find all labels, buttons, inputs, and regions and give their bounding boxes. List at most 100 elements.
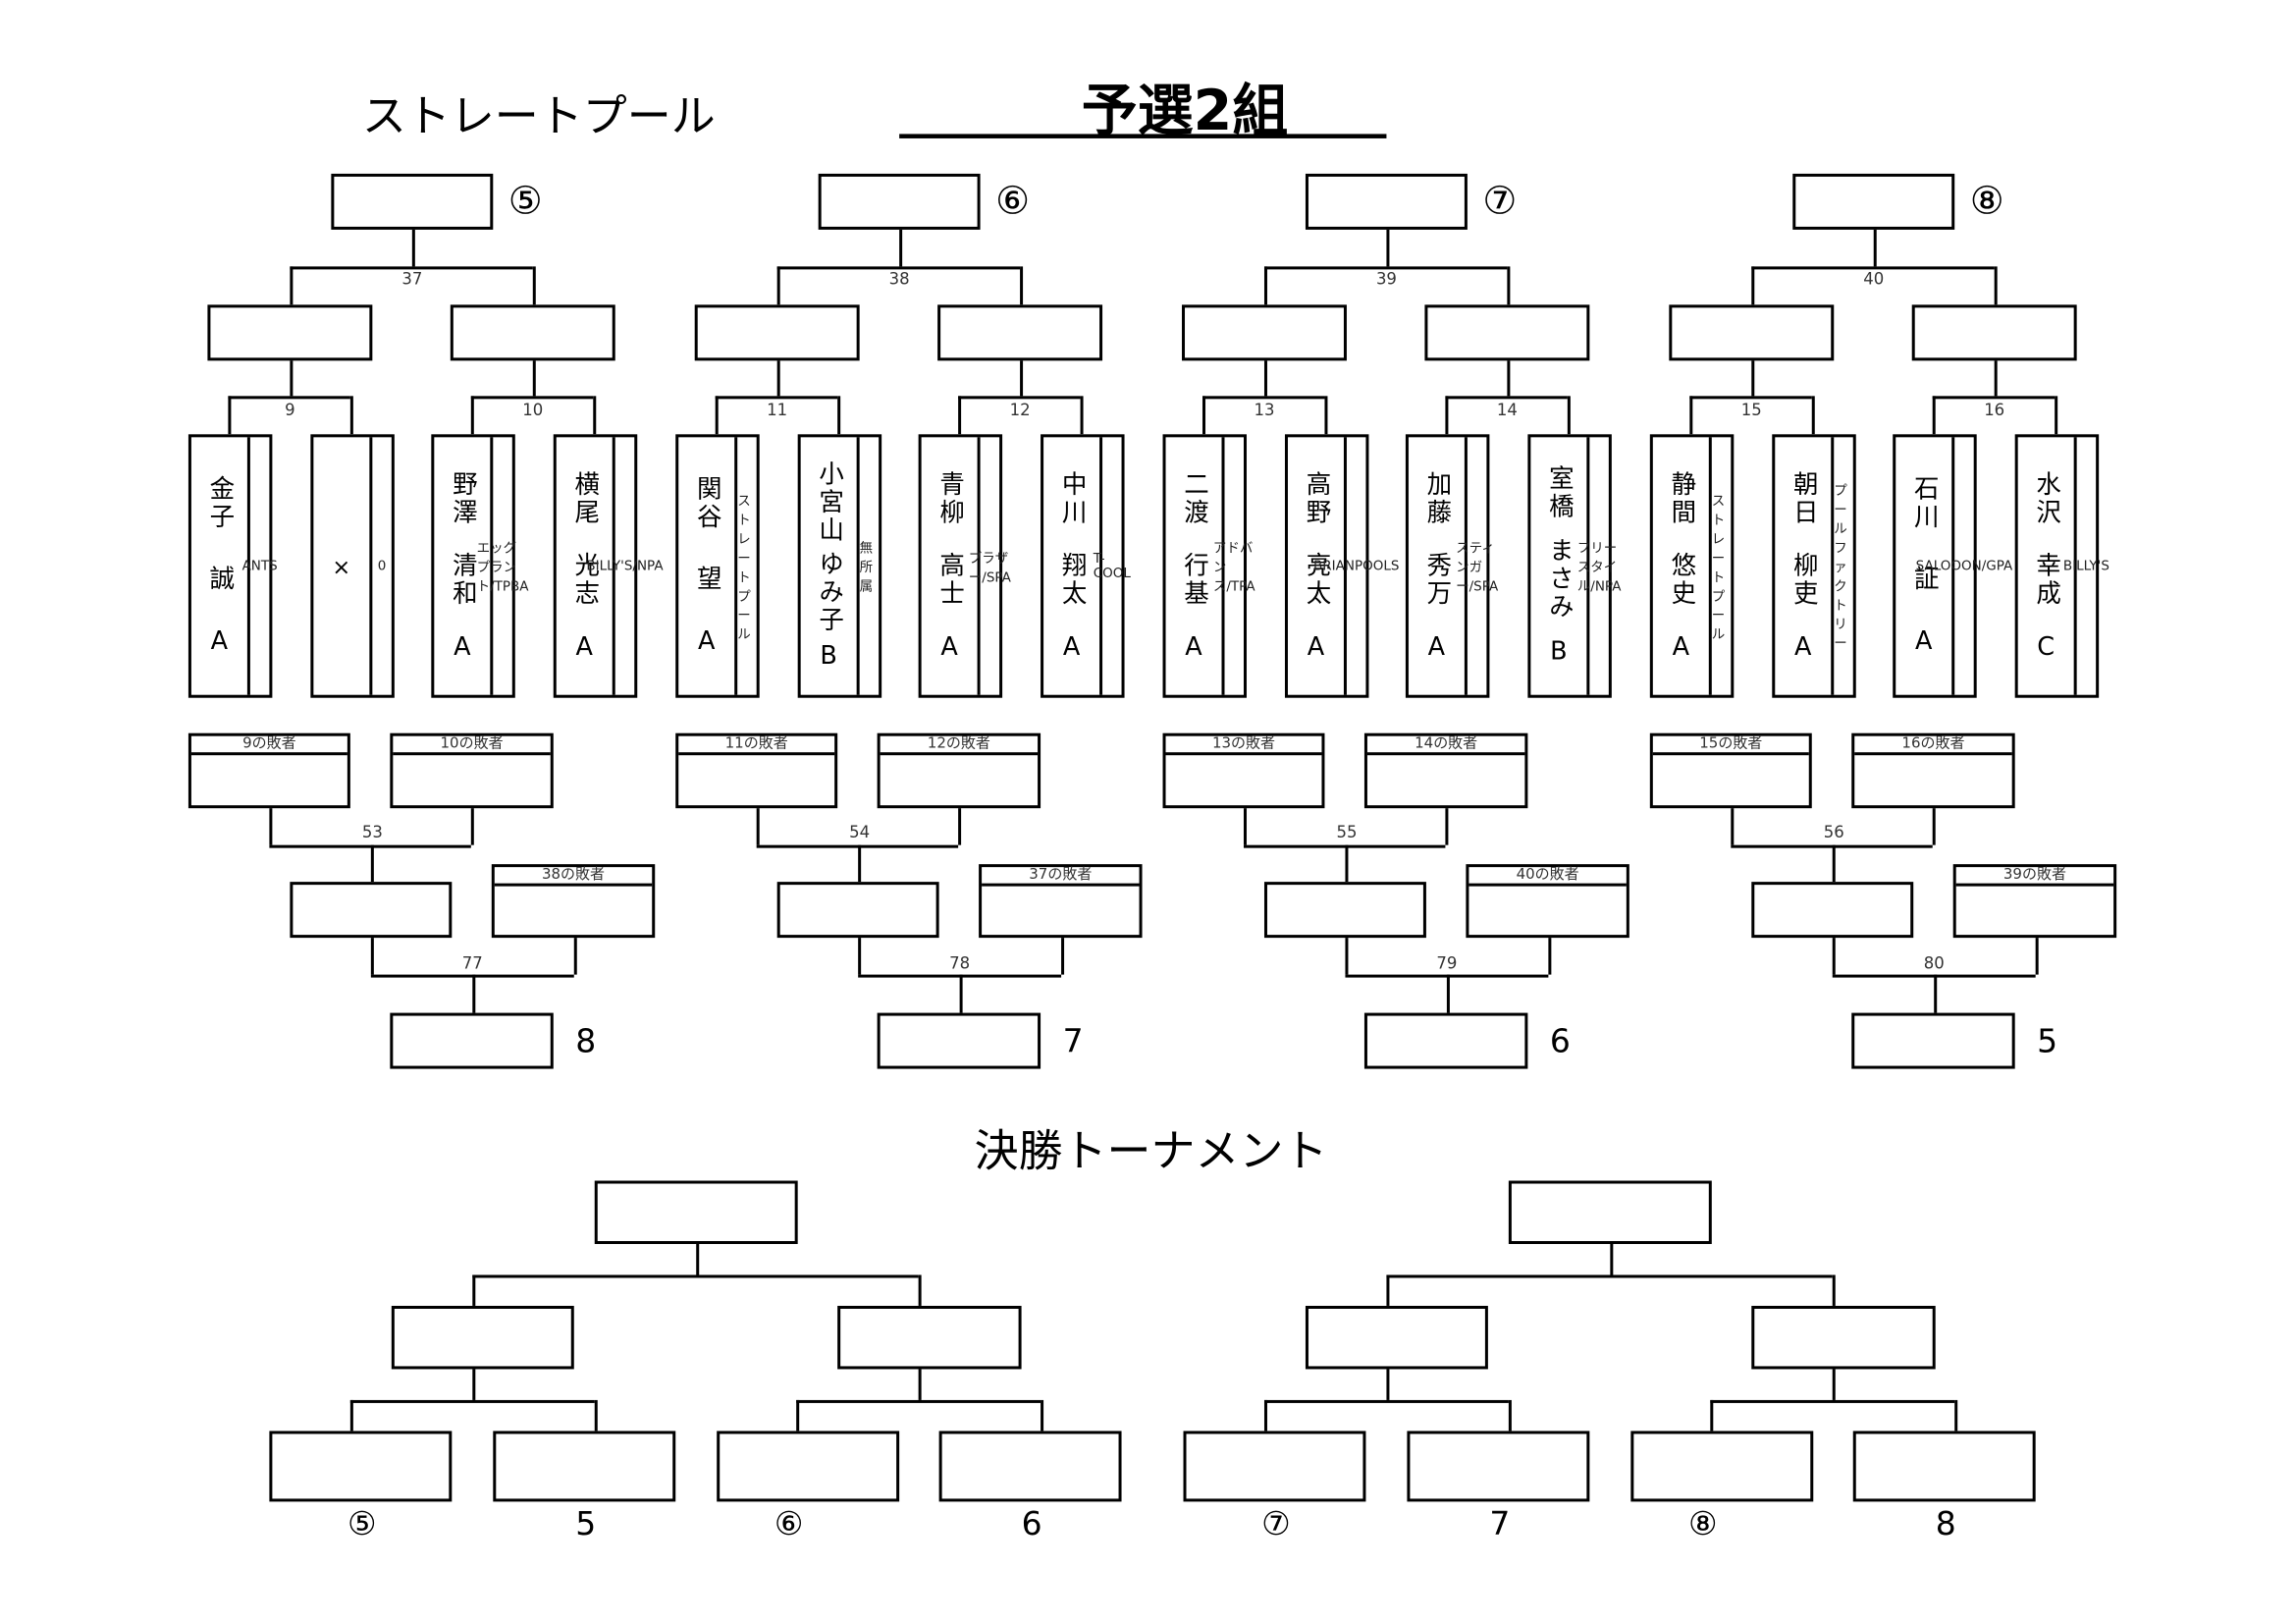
loser-slot[interactable]: 15の敗者 xyxy=(1649,732,1812,809)
final-entry-box[interactable] xyxy=(717,1431,900,1502)
semifinal-slot[interactable] xyxy=(694,304,860,361)
final-seed-label: 5 xyxy=(575,1506,597,1544)
final-semi-box[interactable] xyxy=(391,1305,574,1370)
semi-loser-slot[interactable]: 37の敗者 xyxy=(979,864,1143,939)
final-semi-box[interactable] xyxy=(1751,1305,1936,1370)
loser-slot[interactable]: 11の敗者 xyxy=(675,732,838,809)
match-number: 80 xyxy=(1923,953,1945,974)
semifinal-slot[interactable] xyxy=(1424,304,1590,361)
player-family-name: 高野 xyxy=(1300,470,1330,527)
placement-slot[interactable] xyxy=(390,1012,554,1069)
final-entry-box[interactable] xyxy=(1630,1431,1814,1502)
semi-loser-slot[interactable]: 40の敗者 xyxy=(1466,864,1629,939)
semi-loser-slot[interactable]: 38の敗者 xyxy=(491,864,656,939)
semifinal-slot[interactable] xyxy=(207,304,373,361)
connector-line xyxy=(472,1369,476,1400)
connector-line xyxy=(370,938,374,975)
group-winner-box[interactable] xyxy=(818,173,981,230)
semifinal-slot[interactable] xyxy=(937,304,1103,361)
group-winner-box[interactable] xyxy=(1305,173,1468,230)
placement-slot[interactable] xyxy=(1851,1012,2015,1069)
loser-label: 14の敗者 xyxy=(1366,736,1525,756)
consolation-slot[interactable] xyxy=(776,882,939,939)
semifinal-slot[interactable] xyxy=(1669,304,1835,361)
final-entry-box[interactable] xyxy=(1183,1431,1366,1502)
player-family-name: 石川 xyxy=(1907,474,1938,531)
connector-line xyxy=(1548,938,1552,975)
player-given-name: ゆみ子 xyxy=(813,551,843,635)
semifinal-slot[interactable] xyxy=(450,304,615,361)
final-top-box[interactable] xyxy=(594,1180,798,1244)
consolation-slot[interactable] xyxy=(1263,882,1426,939)
club-name: エッグプラント/TPBA xyxy=(476,541,529,595)
player-card[interactable]: ×0 xyxy=(310,434,395,698)
consolation-slot[interactable] xyxy=(290,882,453,939)
placement-slot[interactable] xyxy=(1363,1012,1528,1069)
connector-line xyxy=(715,396,838,400)
loser-slot[interactable]: 9の敗者 xyxy=(187,732,350,809)
final-semi-box[interactable] xyxy=(837,1305,1022,1370)
player-club: BILLY'S/NPA xyxy=(586,437,664,695)
player-family-name: 青柳 xyxy=(934,470,964,527)
semifinal-slot[interactable] xyxy=(1911,304,2077,361)
player-rank: A xyxy=(575,631,593,662)
player-given-name: 高士 xyxy=(934,551,964,608)
placement-slot[interactable] xyxy=(877,1012,1041,1069)
player-club: フリースタイル/NPA xyxy=(1577,437,1621,695)
connector-line xyxy=(1932,396,2056,400)
final-semi-box[interactable] xyxy=(1305,1305,1488,1370)
player-club: 0 xyxy=(369,437,391,695)
final-entry-box[interactable] xyxy=(269,1431,453,1502)
connector-line xyxy=(1932,396,1936,435)
player-club: ブラザー/SPA xyxy=(969,437,1011,695)
final-entry-box[interactable] xyxy=(493,1431,676,1502)
semifinal-slot[interactable] xyxy=(1182,304,1347,361)
final-seed-label: ⑧ xyxy=(1688,1506,1718,1544)
match-number: 15 xyxy=(1740,400,1762,420)
final-top-box[interactable] xyxy=(1508,1180,1712,1244)
loser-slot[interactable]: 16の敗者 xyxy=(1851,732,2015,809)
player-given-name: 悠史 xyxy=(1665,551,1695,608)
connector-line xyxy=(593,396,597,435)
final-entry-box[interactable] xyxy=(938,1431,1122,1502)
connector-line xyxy=(1445,808,1449,845)
player-given-name: 誠 xyxy=(203,565,234,594)
loser-slot[interactable]: 10の敗者 xyxy=(390,732,554,809)
player-given-name: 光志 xyxy=(568,551,599,608)
semi-loser-slot[interactable]: 39の敗者 xyxy=(1952,864,2117,939)
group-winner-box[interactable] xyxy=(1792,173,1955,230)
final-entry-box[interactable] xyxy=(1407,1431,1590,1502)
connector-line xyxy=(1041,1399,1044,1432)
player-family-name: 関谷 xyxy=(690,474,721,531)
player-rank: A xyxy=(1427,631,1446,662)
loser-label: 11の敗者 xyxy=(678,736,835,756)
connector-line xyxy=(1446,974,1450,1013)
final-entry-box[interactable] xyxy=(1852,1431,2036,1502)
connector-line xyxy=(1811,396,1815,435)
group-winner-box[interactable] xyxy=(331,173,494,230)
loser-slot[interactable]: 14の敗者 xyxy=(1363,732,1528,809)
connector-line xyxy=(1731,808,1735,845)
loser-slot[interactable]: 12の敗者 xyxy=(877,732,1041,809)
consolation-slot[interactable] xyxy=(1751,882,1914,939)
connector-line xyxy=(1954,1399,1958,1432)
loser-slot[interactable]: 13の敗者 xyxy=(1162,732,1325,809)
